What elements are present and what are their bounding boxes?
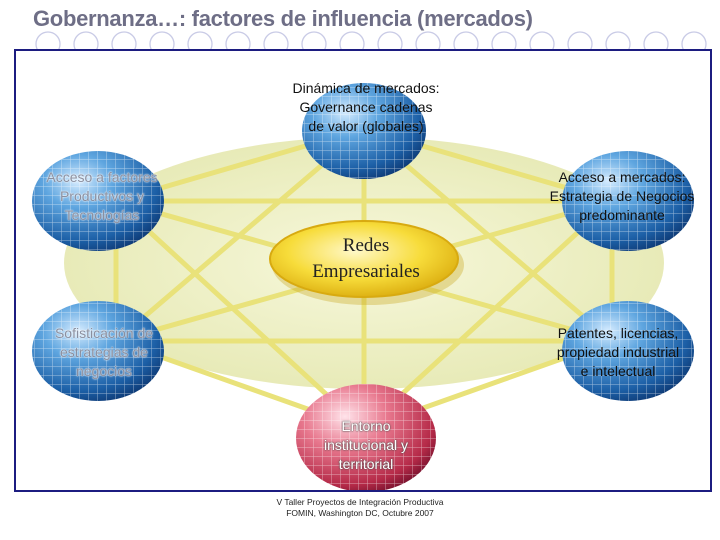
node-label-lower-left: Sofisticación de estrategias de negocios: [54, 325, 154, 379]
sphere-lower-left: [32, 301, 164, 401]
footer-citation: V Taller Proyectos de Integración Produc…: [276, 497, 444, 518]
node-label-upper-right: Acceso a mercados: Estrategia de Negocio…: [549, 169, 695, 223]
network-diagram: [32, 83, 694, 490]
hub-ellipse: [269, 220, 459, 298]
sphere-upper-left: [32, 151, 164, 251]
sphere-top: [302, 83, 426, 179]
node-label-upper-left: Acceso a factores Productivos y Tecnolog…: [46, 169, 158, 223]
node-label-top: Dinámica de mercados: Governance cadenas…: [292, 80, 440, 134]
slide-title: Gobernanza…: factores de influencia (mer…: [33, 6, 533, 31]
node-label-bottom: Entorno institucional y territorial: [323, 418, 409, 472]
diagram-frame: Dinámica de mercados: Governance cadenas…: [14, 49, 712, 492]
sphere-lower-right: [562, 301, 694, 401]
sphere-bottom: [296, 384, 436, 490]
node-label-lower-right: Patentes, licencias, propiedad industria…: [556, 325, 680, 379]
sphere-upper-right: [562, 151, 694, 251]
hub-label: Redes Empresariales: [312, 235, 420, 282]
